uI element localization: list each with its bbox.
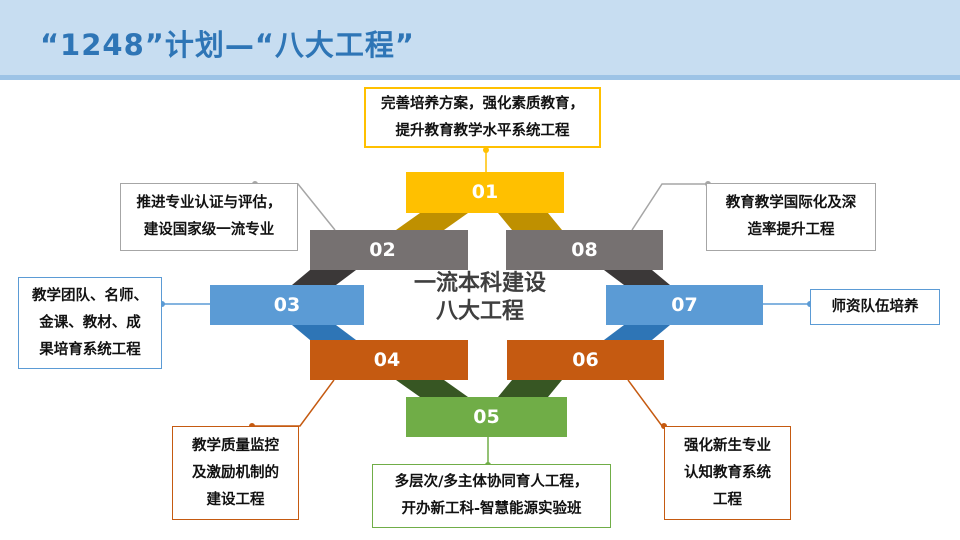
center-label: 一流本科建设 八大工程 xyxy=(380,270,580,326)
callout-01-line-2: 提升教育教学水平系统工程 xyxy=(395,122,570,139)
callout-08-line-1: 教育教学国际化及深 xyxy=(725,195,857,211)
bar-05 xyxy=(406,397,567,437)
callout-box-01: 完善培养方案，强化素质教育， 提升教育教学水平系统工程 xyxy=(364,87,601,148)
callout-box-05: 多层次/多主体协同育人工程， 开办新工科-智慧能源实验班 xyxy=(372,464,611,528)
bar-04 xyxy=(310,340,468,380)
callout-box-02: 推进专业认证与评估， 建设国家级一流专业 xyxy=(120,183,298,251)
center-line-2: 八大工程 xyxy=(435,299,524,324)
bar-label-04: 04 xyxy=(373,349,401,371)
bar-07 xyxy=(606,285,763,325)
fold-08-07 xyxy=(604,270,670,285)
bar-label-08: 08 xyxy=(571,239,598,261)
callout-box-04: 教学质量监控 及激励机制的 建设工程 xyxy=(172,426,299,520)
dot-01 xyxy=(483,147,489,153)
center-line-1: 一流本科建设 xyxy=(413,271,546,296)
callout-box-08: 教育教学国际化及深 造率提升工程 xyxy=(706,183,876,251)
bar-06 xyxy=(507,340,664,380)
fold-01-02 xyxy=(396,213,468,230)
callout-03-line-2: 金课、教材、成 xyxy=(39,314,141,331)
leader-06 xyxy=(627,379,665,427)
callout-box-07: 师资队伍培养 xyxy=(810,289,940,325)
bar-label-05: 05 xyxy=(473,406,500,428)
callout-03-line-1: 教学团队、名师、 xyxy=(32,287,148,304)
header-divider xyxy=(0,75,960,80)
callout-02-line-1: 推进专业认证与评估， xyxy=(136,195,282,211)
bar-label-01: 01 xyxy=(471,181,499,203)
bar-label-02: 02 xyxy=(369,239,396,261)
callout-07-line-1: 师资队伍培养 xyxy=(831,298,919,315)
fold-03-04 xyxy=(292,325,356,340)
callout-01-line-1: 完善培养方案，强化素质教育， xyxy=(381,95,584,112)
callout-06-line-1: 强化新生专业 xyxy=(684,437,771,454)
leader-04 xyxy=(252,379,335,427)
header-band xyxy=(0,0,960,75)
fold-06-05 xyxy=(498,380,562,397)
bar-08 xyxy=(506,230,663,270)
callout-04-line-2: 及激励机制的 xyxy=(192,464,279,481)
callout-02-line-2: 建设国家级一流专业 xyxy=(143,222,275,238)
bar-01 xyxy=(406,172,564,213)
callout-box-06: 强化新生专业 认知教育系统 工程 xyxy=(664,426,791,520)
callout-06-line-3: 工程 xyxy=(713,491,742,508)
bar-label-03: 03 xyxy=(273,294,301,316)
fold-04-05 xyxy=(396,380,468,397)
callout-05-line-1: 多层次/多主体协同育人工程， xyxy=(394,474,589,490)
page-title: “1248”计划—“八大工程” xyxy=(40,28,415,62)
bar-03 xyxy=(210,285,364,325)
fold-07-06 xyxy=(604,325,670,340)
callout-08-line-2: 造率提升工程 xyxy=(747,222,835,238)
fold-02-03 xyxy=(292,270,356,285)
bar-label-07: 07 xyxy=(671,294,698,316)
bar-02 xyxy=(310,230,468,270)
callout-04-line-1: 教学质量监控 xyxy=(192,437,279,454)
fold-01-08 xyxy=(498,213,562,230)
callout-06-line-2: 认知教育系统 xyxy=(684,464,771,481)
callout-04-line-3: 建设工程 xyxy=(206,491,265,508)
leader-08 xyxy=(631,183,708,231)
callout-box-03: 教学团队、名师、 金课、教材、成 果培育系统工程 xyxy=(18,277,162,369)
bar-label-06: 06 xyxy=(572,349,599,371)
callout-03-line-3: 果培育系统工程 xyxy=(39,341,141,358)
callout-05-line-2: 开办新工科-智慧能源实验班 xyxy=(401,501,582,517)
